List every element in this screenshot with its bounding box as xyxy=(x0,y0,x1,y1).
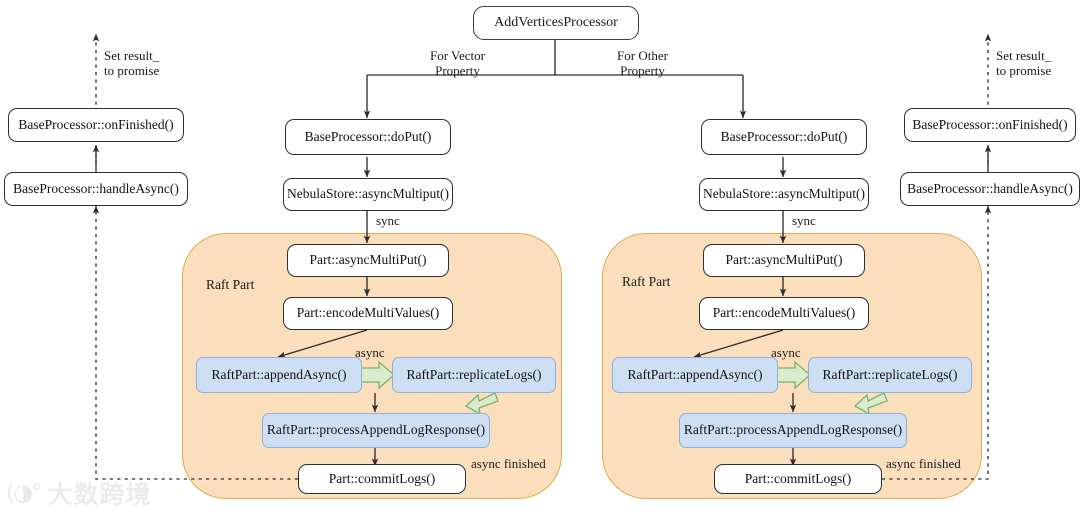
node-right-do-put[interactable]: BaseProcessor::doPut() xyxy=(701,119,867,155)
label-left-set-result: Set result_ to promise xyxy=(104,48,160,79)
raft-part-title-right: Raft Part xyxy=(622,274,671,289)
raft-part-title-left: Raft Part xyxy=(206,277,255,292)
node-left-async-multiput[interactable]: NebulaStore::asyncMultiput() xyxy=(283,178,453,211)
node-left-part-async-multiput[interactable]: Part::asyncMultiPut() xyxy=(287,244,449,277)
watermark: (◑° 大数跨境 xyxy=(6,474,182,512)
label-right-async-finished: async finished xyxy=(886,456,961,471)
node-left-on-finished[interactable]: BaseProcessor::onFinished() xyxy=(8,108,184,142)
node-right-part-async-multiput[interactable]: Part::asyncMultiPut() xyxy=(703,244,865,277)
watermark-text: 大数跨境 xyxy=(47,480,152,509)
watermark-logo-icon: (◑° xyxy=(6,480,43,506)
label-right-set-result: Set result_ to promise xyxy=(996,48,1052,79)
label-right-sync: sync xyxy=(792,213,816,228)
node-left-do-put[interactable]: BaseProcessor::doPut() xyxy=(285,119,451,155)
node-right-handle-async[interactable]: BaseProcessor::handleAsync() xyxy=(900,172,1080,206)
node-left-commit-logs[interactable]: Part::commitLogs() xyxy=(298,464,466,494)
node-right-on-finished[interactable]: BaseProcessor::onFinished() xyxy=(904,108,1076,142)
node-left-append-async[interactable]: RaftPart::appendAsync() xyxy=(196,357,362,393)
branch-label-left: For Vector Property xyxy=(429,48,485,79)
label-right-async: async xyxy=(771,345,801,360)
node-left-handle-async[interactable]: BaseProcessor::handleAsync() xyxy=(4,172,188,206)
label-left-sync: sync xyxy=(376,213,400,228)
node-left-replicate-logs[interactable]: RaftPart::replicateLogs() xyxy=(392,357,556,393)
node-right-encode-multi-values[interactable]: Part::encodeMultiValues() xyxy=(699,297,869,330)
node-left-process-append-log-response[interactable]: RaftPart::processAppendLogResponse() xyxy=(262,413,490,448)
node-add-vertices-processor[interactable]: AddVerticesProcessor xyxy=(473,6,639,40)
node-right-async-multiput[interactable]: NebulaStore::asyncMultiput() xyxy=(699,178,869,211)
label-left-async-finished: async finished xyxy=(471,456,546,471)
node-left-encode-multi-values[interactable]: Part::encodeMultiValues() xyxy=(283,297,453,330)
node-right-commit-logs[interactable]: Part::commitLogs() xyxy=(714,464,882,494)
label-left-async: async xyxy=(355,345,385,360)
node-right-process-append-log-response[interactable]: RaftPart::processAppendLogResponse() xyxy=(679,413,907,448)
branch-label-right: For Other Property xyxy=(617,48,668,79)
node-right-replicate-logs[interactable]: RaftPart::replicateLogs() xyxy=(808,357,972,393)
node-right-append-async[interactable]: RaftPart::appendAsync() xyxy=(612,357,778,393)
